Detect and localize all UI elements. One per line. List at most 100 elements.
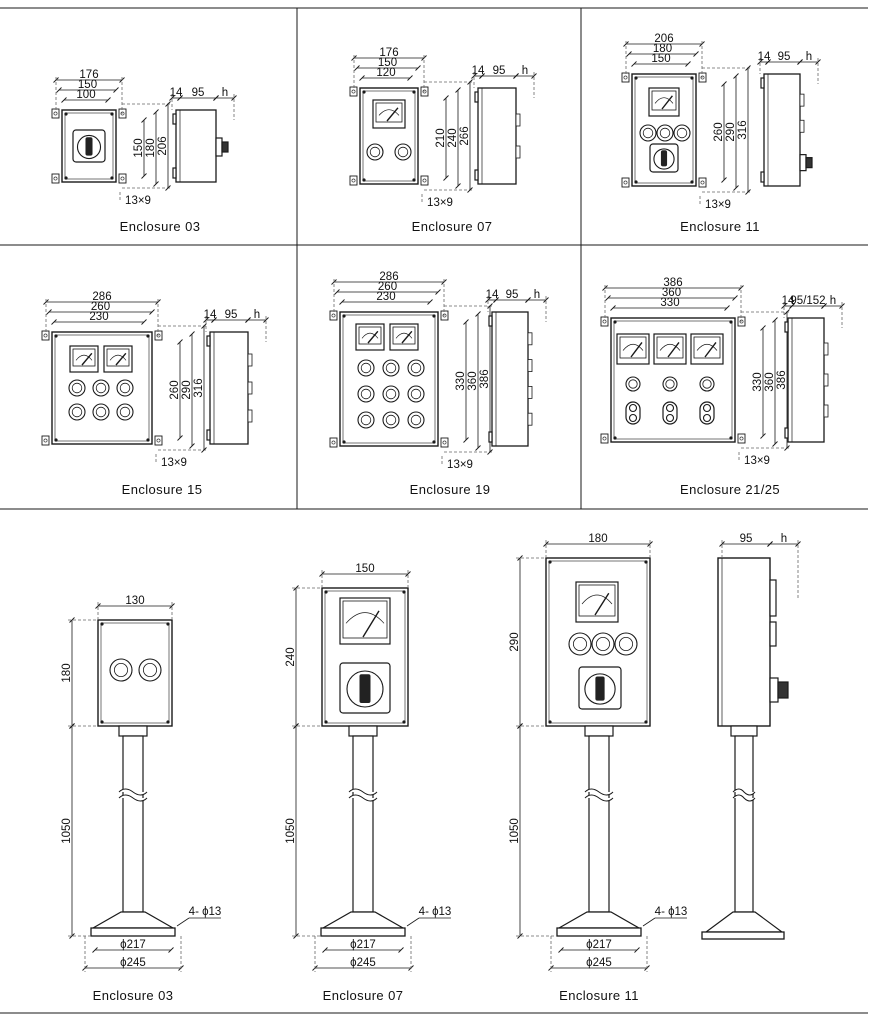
height-outer-label: 266 xyxy=(459,126,471,145)
meter-dial xyxy=(342,600,388,639)
side-pole-break xyxy=(732,794,756,802)
dimension-tick xyxy=(719,541,725,547)
dimension-tick xyxy=(467,187,473,193)
push-button-cap xyxy=(410,362,422,374)
side-bracket xyxy=(488,315,493,327)
dimension-tick xyxy=(815,59,821,65)
side-button-stub xyxy=(823,342,829,356)
side-button-stub xyxy=(515,145,521,159)
enclosure-side-body xyxy=(175,109,217,183)
side-protrusion-label: h xyxy=(830,295,836,307)
side-base-cone xyxy=(704,911,784,933)
width-inner-label: 230 xyxy=(376,291,395,303)
cover-screw xyxy=(644,720,648,724)
dimension-tick xyxy=(189,331,195,337)
cover-screw xyxy=(412,178,416,182)
dimension-tick xyxy=(92,947,98,953)
meter-dial xyxy=(106,348,130,367)
side-bracket xyxy=(784,321,789,333)
width-mid-label: 260 xyxy=(378,281,397,293)
side-pole-break xyxy=(732,788,756,796)
side-switch-knob xyxy=(805,157,813,169)
meter-needle xyxy=(81,352,93,366)
mounting-hole xyxy=(739,436,744,441)
side-depth-label: 95 xyxy=(192,87,205,99)
pole-height-label: 1050 xyxy=(285,818,297,844)
enclosure-side-body xyxy=(477,87,517,185)
pole-coupling xyxy=(118,725,148,737)
double-button-bottom xyxy=(665,413,675,423)
box-width-label: 150 xyxy=(355,563,374,575)
side-bracket xyxy=(474,169,479,181)
dimension-tick xyxy=(177,339,183,345)
cover-screw xyxy=(64,176,68,180)
dimension-tick xyxy=(113,87,119,93)
side-depth-label: 95 xyxy=(778,51,791,63)
side-button-stub xyxy=(527,332,533,346)
push-button-cap xyxy=(676,127,688,139)
dimension-tick xyxy=(293,723,299,729)
cover-screw xyxy=(634,76,638,80)
cover-screw xyxy=(110,176,114,180)
enclosure-side-body xyxy=(787,317,825,443)
height-outer-label: 206 xyxy=(157,136,169,155)
pole-height-label: 1050 xyxy=(61,818,73,844)
dimension-tick xyxy=(339,299,345,305)
mounting-hole xyxy=(602,319,607,324)
base-inner-diameter-label: ϕ217 xyxy=(350,939,376,951)
side-pole-coupling xyxy=(730,725,758,737)
dimension-tick xyxy=(359,75,365,81)
mounting-hole xyxy=(442,313,447,318)
hole-leader xyxy=(176,917,190,927)
enclosure-caption: Enclosure 07 xyxy=(412,219,493,234)
dimension-tick xyxy=(772,317,778,323)
dimension-tick xyxy=(525,297,531,303)
meter-dial xyxy=(619,336,647,359)
push-button-cap xyxy=(360,362,372,374)
width-outer-label: 286 xyxy=(379,271,398,283)
side-button-stub xyxy=(799,93,805,107)
base-inner-diameter-label: ϕ217 xyxy=(120,939,146,951)
cover-screw xyxy=(402,590,406,594)
side-depth-label: 95 xyxy=(225,309,238,321)
push-button-cap xyxy=(410,388,422,400)
dimension-tick xyxy=(201,447,207,453)
mounting-hole xyxy=(351,89,356,94)
dimension-tick xyxy=(443,175,449,181)
dimension-tick xyxy=(293,585,299,591)
pedestal-base-cone xyxy=(90,911,176,929)
push-button-cap xyxy=(642,127,654,139)
dimension-tick xyxy=(203,317,209,323)
mounting-hole-size: 13×9 xyxy=(744,455,770,467)
meter-needle xyxy=(630,341,643,358)
mounting-hole-size: 13×9 xyxy=(705,199,731,211)
cover-screw xyxy=(166,622,170,626)
side-flange-width-label: 14 xyxy=(472,65,485,77)
side-protrusion-label: h xyxy=(222,87,228,99)
dimension-tick xyxy=(487,449,493,455)
height-outer-label: 316 xyxy=(193,378,205,397)
dimension-tick xyxy=(733,185,739,191)
meter-dial xyxy=(656,336,684,359)
dimension-tick xyxy=(463,437,469,443)
push-button-cap xyxy=(573,637,588,652)
mounting-hole xyxy=(422,89,427,94)
width-mid-label: 150 xyxy=(78,79,97,91)
dimension-tick xyxy=(517,933,523,939)
box-width-label: 130 xyxy=(125,595,144,607)
width-mid-label: 150 xyxy=(378,57,397,69)
dimension-tick xyxy=(626,51,632,57)
cover-screw xyxy=(548,560,552,564)
meter-scale xyxy=(581,594,613,605)
dimension-tick xyxy=(211,317,217,323)
cover-screw xyxy=(100,720,104,724)
side-button-stub xyxy=(527,385,533,399)
cover-screw xyxy=(412,90,416,94)
pole-tube xyxy=(352,735,374,913)
dimension-tick xyxy=(334,289,340,295)
dimension-tick xyxy=(475,445,481,451)
dimension-tick xyxy=(513,73,519,79)
